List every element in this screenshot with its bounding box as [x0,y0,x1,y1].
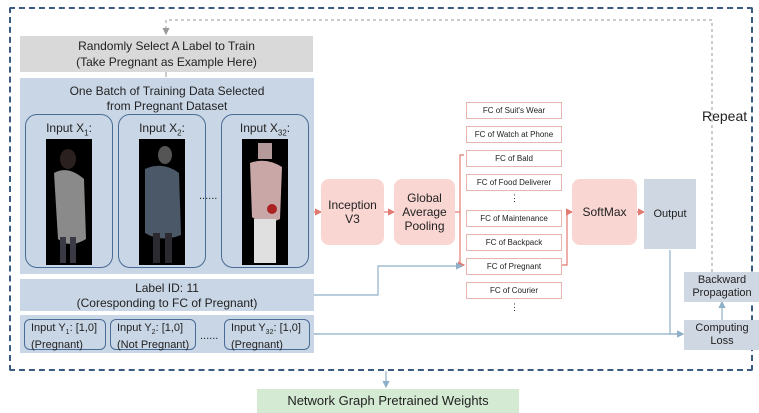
fc-suits-wear: FC of Suit's Wear [466,102,562,119]
pregnant-person-image-3 [242,139,288,265]
input-x1-card: Input X1: [25,114,113,268]
fc-dots-mid: ⋮ [510,193,519,203]
label-id-line1: Label ID: 11 [135,281,199,295]
input-x1-label: Input X1: [46,121,92,138]
outer-dashed-frame [9,7,753,371]
input-x2-label: Input X2: [139,121,185,138]
fc-maintenance: FC of Maintenance [466,210,562,227]
softmax-block: SoftMax [572,179,637,245]
batch-title-line2: from Pregnant Dataset [106,99,228,113]
fc-bald: FC of Bald [466,150,562,167]
label-id-box: Label ID: 11 (Coresponding to FC of Preg… [20,279,314,311]
repeat-label: Repeat [702,108,748,124]
pretrained-weights-box: Network Graph Pretrained Weights [257,389,519,413]
random-label-line1: Randomly Select A Label to Train [78,39,255,53]
y-ellipsis: ...... [200,330,219,342]
input-y2-note: (Not Pregnant) [117,339,190,352]
input-y32-note: (Pregnant) [231,339,283,352]
input-y2-box: Input Y2: [1,0] (Not Pregnant) [110,319,196,352]
input-x32-label: Input X32: [239,121,291,138]
pregnant-person-image-1 [46,139,92,265]
random-label-line2: (Take Pregnant as Example Here) [76,55,257,69]
fc-watch-at-phone: FC of Watch at Phone [466,126,562,143]
input-x2-card: Input X2: [118,114,206,268]
fc-courier: FC of Courier [466,282,562,299]
batch-ellipsis: ...... [199,190,218,202]
pregnant-person-image-2 [139,139,185,265]
random-label-box: Randomly Select A Label to Train (Take P… [20,36,313,72]
input-y1-note: (Pregnant) [31,339,83,352]
fc-dots-bottom: ⋮ [510,302,519,312]
fc-backpack: FC of Backpack [466,234,562,251]
input-y1-box: Input Y1: [1,0] (Pregnant) [24,319,106,352]
input-y32-box: Input Y32: [1,0] (Pregnant) [224,319,310,352]
output-block: Output [644,179,696,249]
label-id-line2: (Coresponding to FC of Pregnant) [76,296,258,310]
batch-title-line1: One Batch of Training Data Selected [69,84,265,98]
fc-pregnant: FC of Pregnant [466,258,562,275]
fc-food-deliverer: FC of Food Deliverer [466,174,562,191]
input-x32-card: Input X32: [221,114,309,268]
batch-title: One Batch of Training Data Selected from… [20,84,314,114]
